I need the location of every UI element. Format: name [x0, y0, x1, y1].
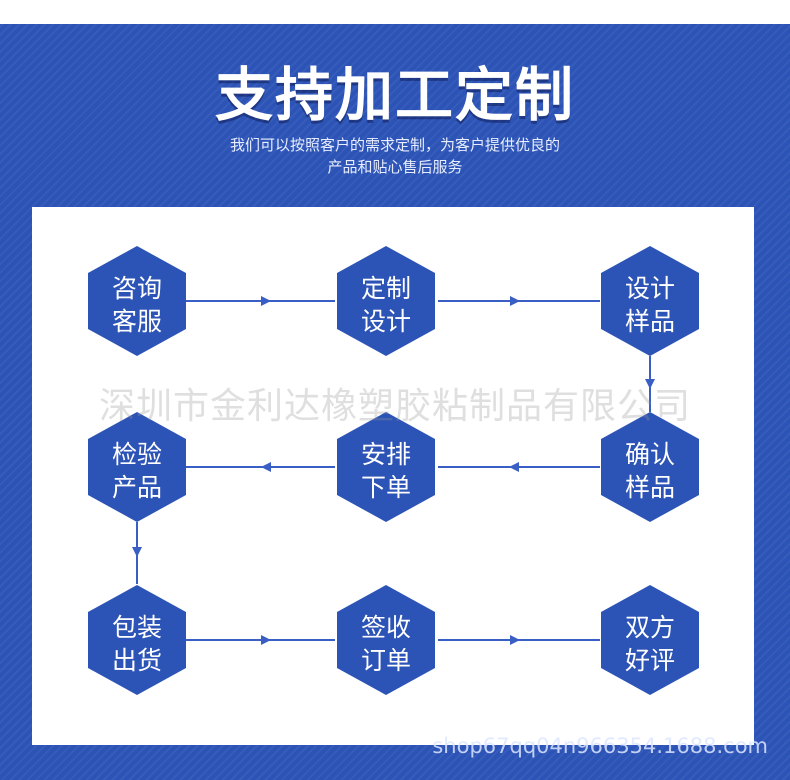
step-label-top: 定制 [361, 274, 411, 303]
hexagon-shape [88, 246, 186, 356]
step-label-top: 设计 [625, 274, 675, 303]
step-label-bottom: 好评 [625, 646, 675, 675]
connectors [132, 296, 655, 645]
step-label-top: 检验 [112, 440, 162, 469]
top-white-strip [0, 0, 790, 24]
hexagon-shape [601, 585, 699, 695]
step-label-top: 双方 [625, 613, 675, 642]
step-node-8: 签收 订单 [337, 585, 435, 695]
shop-url-watermark: shop67qq04n966354.1688.com [432, 734, 768, 758]
step-label-top: 咨询 [112, 274, 162, 303]
step-label-top: 确认 [625, 440, 675, 469]
hexagon-shape [601, 412, 699, 522]
hexagon-shape [88, 412, 186, 522]
step-label-bottom: 设计 [361, 307, 411, 336]
step-label-top: 签收 [361, 613, 411, 642]
step-node-7: 包装 出货 [88, 585, 186, 695]
hexagon-shape [601, 246, 699, 356]
step-label-bottom: 出货 [112, 646, 162, 675]
hexagon-shape [337, 246, 435, 356]
step-label-bottom: 订单 [361, 646, 411, 675]
step-node-6: 检验 产品 [88, 412, 186, 522]
hexagon-shape [337, 585, 435, 695]
step-label-bottom: 样品 [625, 473, 675, 502]
step-node-5: 安排 下单 [337, 412, 435, 522]
step-node-4: 确认 样品 [601, 412, 699, 522]
subtitle-line-2: 产品和贴心售后服务 [327, 158, 463, 176]
step-label-bottom: 客服 [112, 307, 162, 336]
hexagon-shape [337, 412, 435, 522]
step-label-bottom: 样品 [625, 307, 675, 336]
step-node-2: 定制 设计 [337, 246, 435, 356]
step-label-top: 安排 [361, 440, 411, 469]
step-label-bottom: 产品 [112, 473, 162, 502]
step-label-bottom: 下单 [361, 473, 411, 502]
company-watermark: 深圳市金利达橡塑胶粘制品有限公司 [98, 386, 691, 427]
step-node-9: 双方 好评 [601, 585, 699, 695]
step-node-3: 设计 样品 [601, 246, 699, 356]
subtitle-line-1: 我们可以按照客户的需求定制，为客户提供优良的 [229, 136, 560, 154]
step-node-1: 咨询 客服 [88, 246, 186, 356]
hexagon-shape [88, 585, 186, 695]
page-title: 支持加工定制 [214, 61, 575, 129]
step-label-top: 包装 [112, 613, 162, 642]
